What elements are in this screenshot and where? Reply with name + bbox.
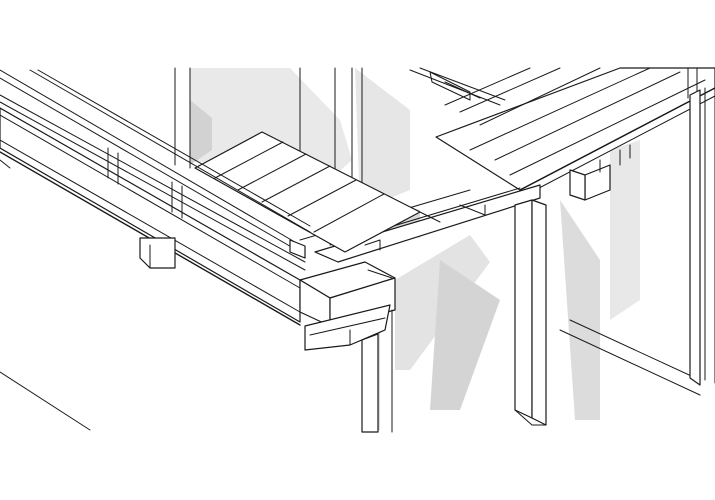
right-box-side — [569, 169, 586, 201]
small-details — [364, 159, 601, 251]
background-walls — [174, 67, 363, 186]
right-hanging-box — [569, 144, 631, 201]
posts — [361, 83, 715, 433]
left-hanging-block — [139, 237, 176, 269]
ground-lines — [0, 319, 701, 431]
corner-block — [299, 261, 396, 351]
right-box-front — [584, 164, 611, 201]
shadow-mid-wall — [355, 68, 410, 210]
shadow-left-post — [190, 100, 212, 165]
left-roof-section — [0, 69, 311, 326]
right-roof-deck — [409, 67, 715, 199]
roof-deck-panel — [435, 67, 715, 191]
top-rail — [289, 239, 306, 259]
center-post-front — [514, 199, 533, 419]
center-post-side — [531, 199, 547, 426]
shadow-far-right — [610, 140, 640, 320]
shadow-right-strip — [560, 200, 600, 420]
right-post-front — [689, 89, 701, 386]
shadow-right-dark — [430, 260, 500, 410]
front-post — [361, 333, 379, 433]
